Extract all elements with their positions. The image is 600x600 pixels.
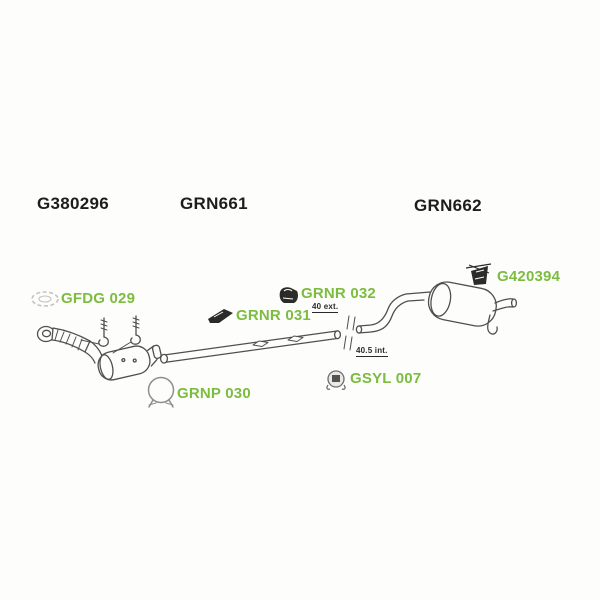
hanger-bracket-icon [465,263,492,285]
part-link-hanger-bracket[interactable]: G420394 [497,268,561,285]
part-link-gasket[interactable]: GFDG 029 [61,290,136,307]
front-pipe-drawing [36,325,162,381]
part-link-mount-031[interactable]: GRNR 031 [236,307,311,324]
dimension-pipe-outer: 40 ext. [312,302,339,313]
joint-marks [343,315,356,351]
rubber-mount-icon [326,370,346,390]
part-link-mount-007[interactable]: GSYL 007 [350,370,422,387]
group-label-rear-muffler: GRN662 [414,196,482,215]
middle-pipe-drawing [159,330,342,364]
part-link-clamp[interactable]: GRNP 030 [177,385,251,402]
group-label-front-pipe: G380296 [37,194,110,213]
spring-bolt-left-icon [80,317,109,347]
dimension-pipe-inner: 40.5 int. [356,346,388,357]
group-label-middle-pipe: GRN661 [180,194,248,213]
rear-muffler-drawing [355,281,518,335]
pipe-clamp-icon [147,376,175,408]
rubber-mount-icon [279,287,298,303]
wedge-mount-icon [208,309,233,323]
spring-bolt-right-icon [112,315,141,354]
part-link-mount-032[interactable]: GRNR 032 [301,285,376,302]
gasket-ring-icon [31,291,59,307]
